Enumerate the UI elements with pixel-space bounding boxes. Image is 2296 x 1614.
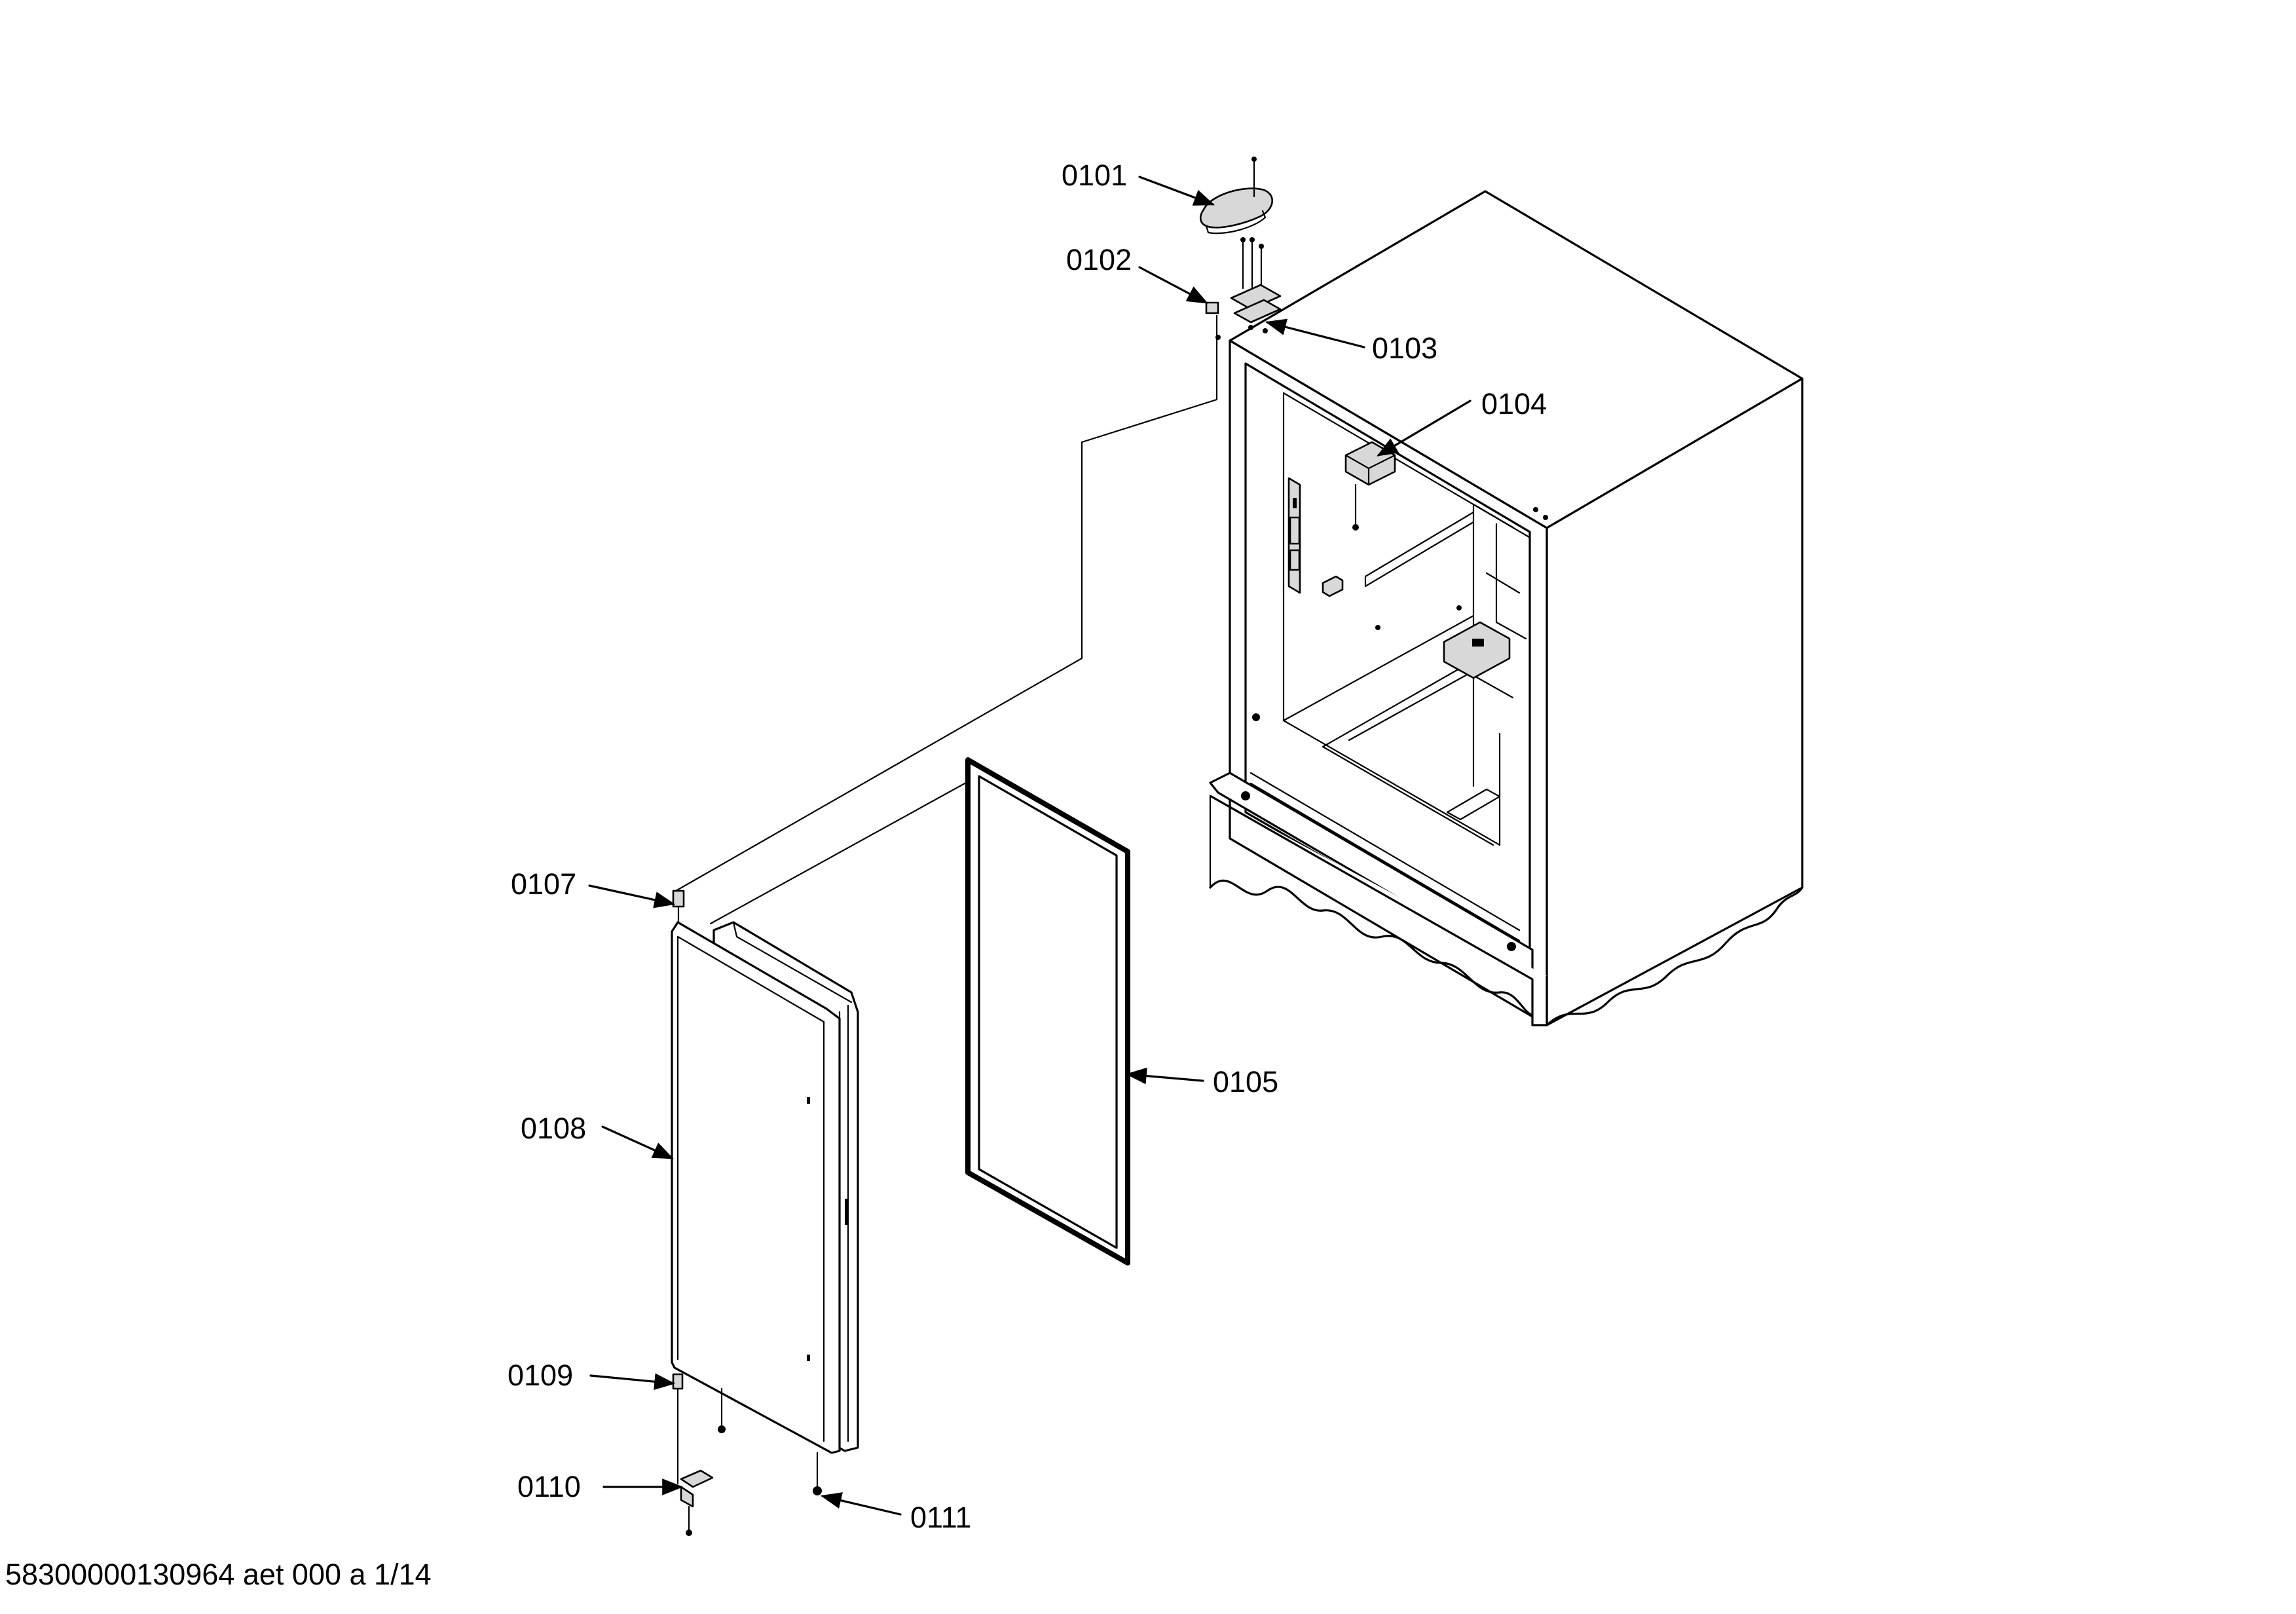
leader-0104 — [1377, 400, 1472, 457]
leader-0107 — [588, 884, 676, 909]
part-0110-bottom-hinge — [680, 1469, 714, 1536]
leader-0108 — [601, 1125, 674, 1159]
leader-arrows — [588, 176, 1472, 1516]
leader-0111 — [820, 1492, 902, 1516]
floor-detail — [1443, 621, 1511, 679]
leader-0103 — [1265, 318, 1365, 348]
leader-0101 — [1138, 176, 1215, 206]
label-0109: 0109 — [508, 1359, 573, 1392]
document-footer-code: 58300000130964 aet 000 a 1/14 — [5, 1558, 432, 1591]
part-0111-stop — [813, 1452, 822, 1495]
label-0103: 0103 — [1372, 331, 1437, 365]
label-0110: 0110 — [517, 1470, 581, 1503]
label-0101: 0101 — [1062, 159, 1127, 192]
leader-0109 — [589, 1373, 676, 1391]
part-0108-door — [671, 890, 859, 1536]
label-0108: 0108 — [521, 1112, 586, 1145]
part-labels: 0101 0102 0103 0104 0105 0107 0108 0109 … — [508, 159, 1547, 1534]
label-0105: 0105 — [1213, 1065, 1278, 1098]
part-0102-0103-hinge — [1205, 237, 1282, 401]
assembly-guide-lines — [675, 398, 1218, 925]
part-0109-bushing — [672, 1373, 684, 1485]
leader-0105 — [1125, 1067, 1204, 1085]
part-0101-hinge-cover — [1199, 157, 1274, 235]
label-0111: 0111 — [910, 1501, 971, 1534]
leader-0102 — [1138, 266, 1208, 304]
cabinet-body — [1209, 190, 1804, 1026]
label-0107: 0107 — [511, 867, 576, 901]
label-0104: 0104 — [1481, 387, 1547, 421]
label-0102: 0102 — [1066, 243, 1132, 276]
part-0105-door-gasket — [965, 757, 1130, 1266]
part-0107-top-pin — [672, 890, 685, 924]
inner-hinge-hardware — [1287, 477, 1301, 594]
